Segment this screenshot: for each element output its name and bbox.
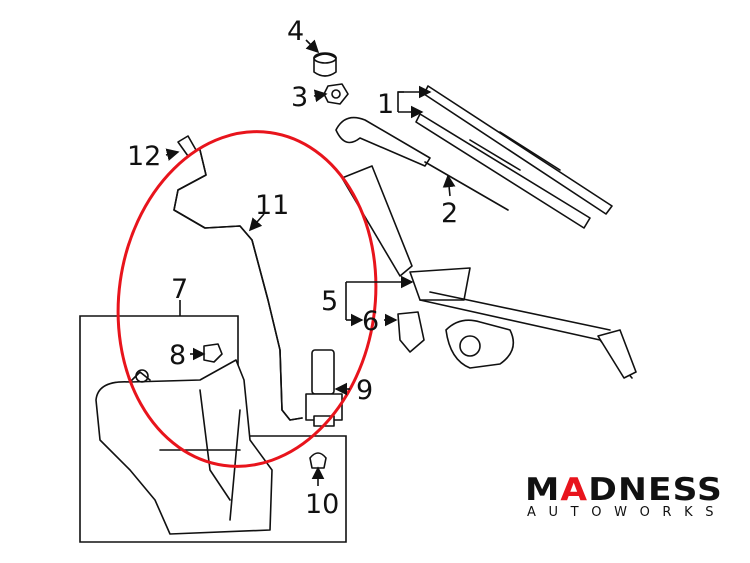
- callout-9: 9: [356, 375, 373, 406]
- wiper-motor: [445, 319, 515, 369]
- part-11-hose-inner: [173, 149, 303, 421]
- logo-letters: DNESS: [588, 472, 723, 508]
- part-5-wiper-linkage: [341, 165, 637, 379]
- callout-12: 12: [127, 141, 161, 172]
- callout-6: 6: [362, 306, 379, 337]
- highlight-ellipse: [116, 130, 378, 468]
- reservoir-group-box: [79, 315, 347, 543]
- callout-10: 10: [305, 489, 339, 520]
- part-9-washer-pump: [305, 349, 343, 427]
- callout-5: 5: [321, 286, 338, 317]
- callout-1: 1: [377, 89, 394, 120]
- part-2-wiper-arm: [335, 116, 509, 211]
- callout-7: 7: [171, 274, 188, 305]
- part-8-grommet: [203, 343, 223, 363]
- part-6-bracket: [397, 311, 425, 353]
- callout-2: 2: [441, 198, 458, 229]
- callout-8: 8: [169, 340, 186, 371]
- part-4-cap: [313, 52, 337, 77]
- logo-letters: M: [525, 472, 560, 508]
- part-3-nut: [323, 83, 349, 105]
- callout-3: 3: [291, 82, 308, 113]
- callout-4: 4: [287, 16, 304, 47]
- part-10-plug: [309, 452, 327, 469]
- leader-lines: [165, 39, 456, 486]
- logo-accent-letter: A: [560, 472, 588, 508]
- logo-sub-text: AUTOWORKS: [527, 505, 723, 520]
- callout-11: 11: [255, 190, 289, 221]
- part-7-reservoir: [95, 359, 273, 535]
